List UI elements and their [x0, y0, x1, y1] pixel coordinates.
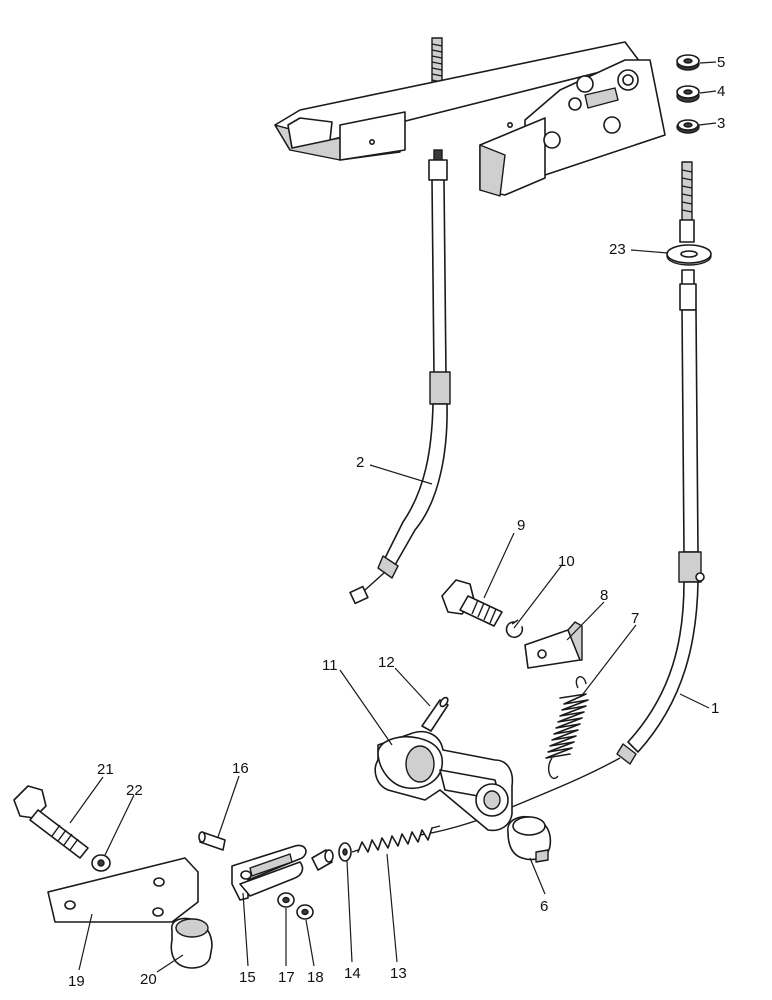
callout-labels: 5 4 3 23 2 9 10 8 7 12 11 1 21 16 22 6 1… [68, 54, 725, 990]
ferrule [311, 849, 334, 871]
callout-16: 16 [232, 760, 249, 777]
callout-10: 10 [558, 553, 575, 570]
callout-22: 22 [126, 782, 143, 799]
callout-8: 8 [600, 587, 608, 604]
spring-13 [351, 825, 441, 853]
washer-14 [338, 842, 352, 862]
callout-19: 19 [68, 973, 85, 990]
callout-13: 13 [390, 965, 407, 982]
nut-5 [676, 54, 700, 71]
clevis-15 [231, 844, 307, 901]
callout-20: 20 [140, 971, 157, 988]
washer-23 [666, 244, 712, 266]
spring-washer-10 [505, 619, 524, 639]
cable-1 [419, 161, 705, 836]
mounting-bracket [274, 37, 666, 197]
washer-3 [676, 119, 700, 134]
callout-23: 23 [609, 241, 626, 258]
leader-lines [69, 61, 717, 973]
lever-11 [374, 730, 514, 832]
bracket-8 [524, 621, 583, 669]
sleeve-6 [507, 816, 552, 863]
callout-2: 2 [356, 454, 364, 471]
callout-17: 17 [278, 969, 295, 986]
spring-washer-22 [91, 854, 111, 872]
pin-16 [198, 831, 226, 851]
callout-21: 21 [97, 761, 114, 778]
bolt-9 [441, 579, 503, 627]
washer-17 [277, 892, 295, 908]
callout-3: 3 [717, 115, 725, 132]
callout-9: 9 [517, 517, 525, 534]
nut-4 [676, 85, 700, 103]
callout-18: 18 [307, 969, 324, 986]
callout-5: 5 [717, 54, 725, 71]
callout-15: 15 [239, 969, 256, 986]
callout-1: 1 [711, 700, 719, 717]
callout-7: 7 [631, 610, 639, 627]
cable-2 [349, 149, 451, 605]
callout-11: 11 [322, 657, 338, 674]
callout-14: 14 [344, 965, 361, 982]
washer-18 [296, 904, 314, 920]
callout-12: 12 [378, 654, 395, 671]
spring-7 [545, 676, 589, 779]
plate-19 [47, 857, 199, 923]
callout-6: 6 [540, 898, 548, 915]
bolt-21 [13, 785, 89, 859]
pin-12 [421, 696, 449, 732]
spacer-20 [170, 917, 213, 969]
callout-4: 4 [717, 83, 725, 100]
